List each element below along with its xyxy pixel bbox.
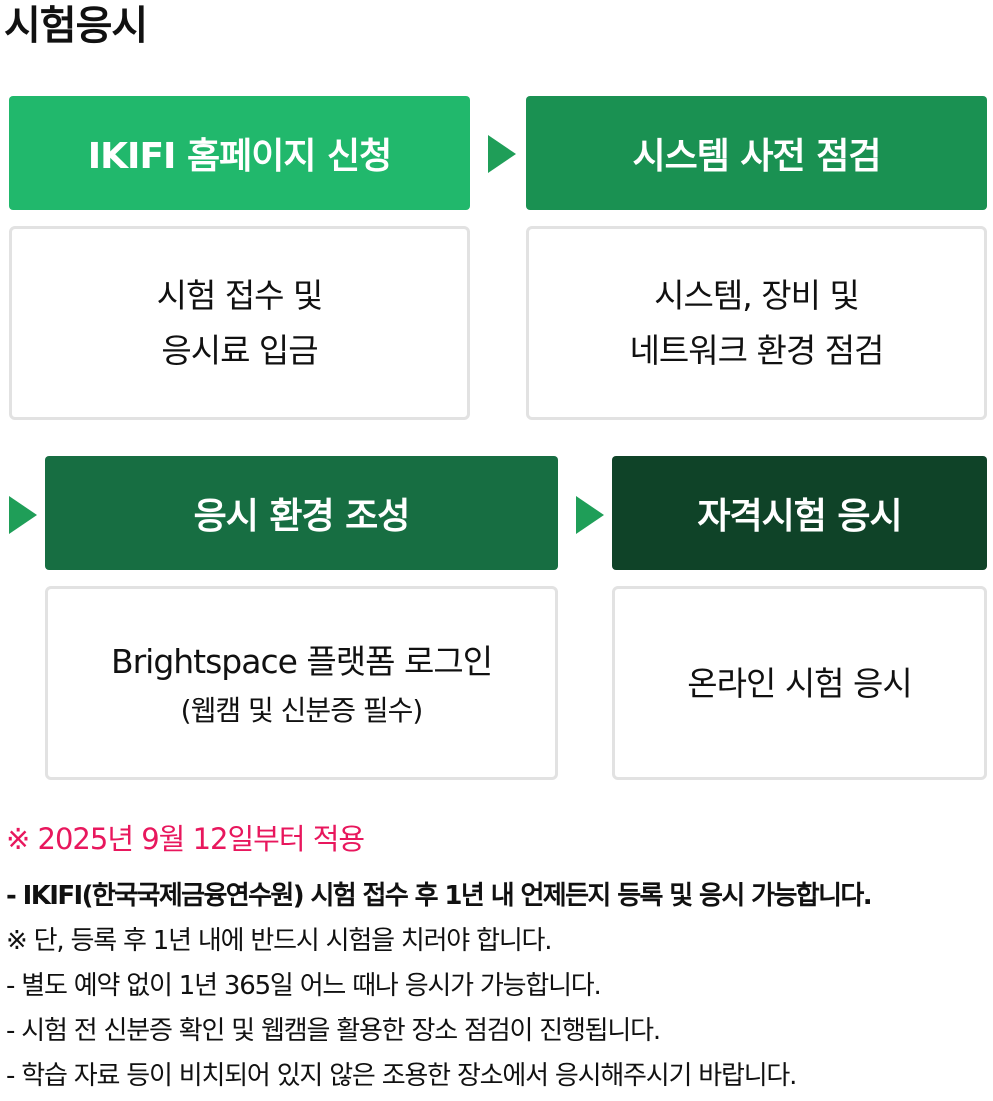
arrow-right-icon <box>576 496 604 534</box>
step-4-body: 온라인 시험 응시 <box>612 586 987 780</box>
step-2-header: 시스템 사전 점검 <box>526 96 987 210</box>
step-3-line-2: (웹캠 및 신분증 필수) <box>180 693 424 727</box>
step-2-body: 시스템, 장비 및 네트워크 환경 점검 <box>526 226 987 420</box>
step-2-line-1: 시스템, 장비 및 <box>654 276 860 315</box>
step-3-line-1: Brightspace 플랫폼 로그인 <box>110 641 493 681</box>
step-3-title: 응시 환경 조성 <box>193 496 411 537</box>
notice-effective-date: ※ 2025년 9월 12일부터 적용 <box>6 822 365 856</box>
step-4-title: 자격시험 응시 <box>697 496 902 537</box>
step-2-line-2: 네트워크 환경 점검 <box>629 331 885 370</box>
note-item: - 시험 전 신분증 확인 및 웹캠을 활용한 장소 점검이 진행됩니다. <box>6 1016 661 1046</box>
step-1-line-1: 시험 접수 및 <box>156 276 324 315</box>
note-item: ※ 단, 등록 후 1년 내에 반드시 시험을 치러야 합니다. <box>6 926 553 956</box>
step-1-line-2: 응시료 입금 <box>161 331 318 370</box>
note-item: - 별도 예약 없이 1년 365일 어느 때나 응시가 가능합니다. <box>6 971 602 1001</box>
notes-list: - IKIFI(한국국제금융연수원) 시험 접수 후 1년 내 언제든지 등록 … <box>6 874 992 1099</box>
arrow-right-icon <box>488 135 516 173</box>
page-title: 시험응시 <box>4 3 148 49</box>
step-3-header: 응시 환경 조성 <box>45 456 558 570</box>
step-3-body: Brightspace 플랫폼 로그인 (웹캠 및 신분증 필수) <box>45 586 558 780</box>
step-4-header: 자격시험 응시 <box>612 456 987 570</box>
step-1-body: 시험 접수 및 응시료 입금 <box>9 226 470 420</box>
step-1-header: IKIFI 홈페이지 신청 <box>9 96 470 210</box>
arrow-right-icon <box>9 496 37 534</box>
note-item: - 학습 자료 등이 비치되어 있지 않은 조용한 장소에서 응시해주시기 바랍… <box>6 1061 797 1091</box>
step-4-line-1: 온라인 시험 응시 <box>687 663 912 703</box>
step-1-title: IKIFI 홈페이지 신청 <box>87 136 392 177</box>
note-item: - IKIFI(한국국제금융연수원) 시험 접수 후 1년 내 언제든지 등록 … <box>6 881 873 911</box>
step-2-title: 시스템 사전 점검 <box>632 136 882 177</box>
